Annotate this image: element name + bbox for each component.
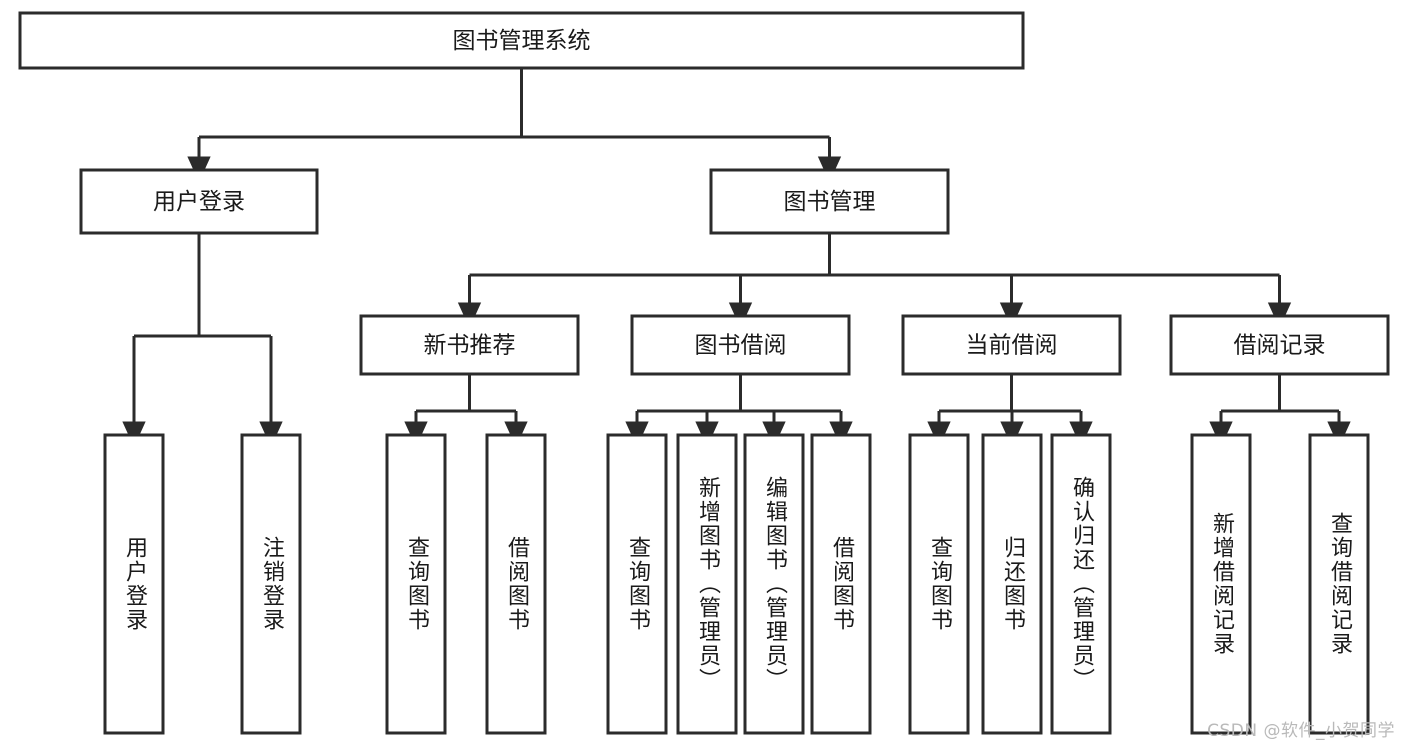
node-box-leaf-user-login[interactable]	[103, 433, 165, 735]
node-box-leaf-borrow-book[interactable]	[810, 433, 872, 735]
node-box-current-borrow[interactable]	[901, 314, 1122, 376]
node-box-leaf-query-book-new[interactable]	[385, 433, 447, 735]
node-label-new-book-recommend: 新书推荐	[424, 333, 516, 359]
node-box-borrow-record[interactable]	[1169, 314, 1390, 376]
node-label-user-login: 用户登录	[153, 189, 245, 215]
node-box-leaf-query-record[interactable]	[1308, 433, 1370, 735]
boxes-layer	[18, 11, 1390, 735]
node-box-leaf-edit-book[interactable]	[743, 433, 805, 735]
watermark-text: CSDN @软件_小贺同学	[1207, 721, 1395, 741]
node-box-leaf-add-book[interactable]	[676, 433, 738, 735]
node-label-root: 图书管理系统	[453, 28, 591, 54]
node-box-new-book-recommend[interactable]	[359, 314, 580, 376]
node-label-book-borrow: 图书借阅	[695, 333, 787, 359]
node-box-leaf-confirm-return[interactable]	[1050, 433, 1112, 735]
node-label-book-manage: 图书管理	[784, 189, 876, 215]
node-label-current-borrow: 当前借阅	[966, 333, 1058, 359]
node-box-book-borrow[interactable]	[630, 314, 851, 376]
node-box-user-login[interactable]	[79, 168, 319, 235]
node-box-leaf-logout[interactable]	[240, 433, 302, 735]
node-box-leaf-query-book-borrow[interactable]	[606, 433, 668, 735]
node-box-book-manage[interactable]	[709, 168, 950, 235]
connectors-layer	[122, 68, 1351, 448]
node-box-leaf-return-book[interactable]	[981, 433, 1043, 735]
node-box-leaf-query-book-current[interactable]	[908, 433, 970, 735]
node-box-leaf-borrow-book-new[interactable]	[485, 433, 547, 735]
node-box-leaf-add-record[interactable]	[1190, 433, 1252, 735]
node-box-root[interactable]	[18, 11, 1025, 70]
node-label-borrow-record: 借阅记录	[1234, 333, 1326, 359]
